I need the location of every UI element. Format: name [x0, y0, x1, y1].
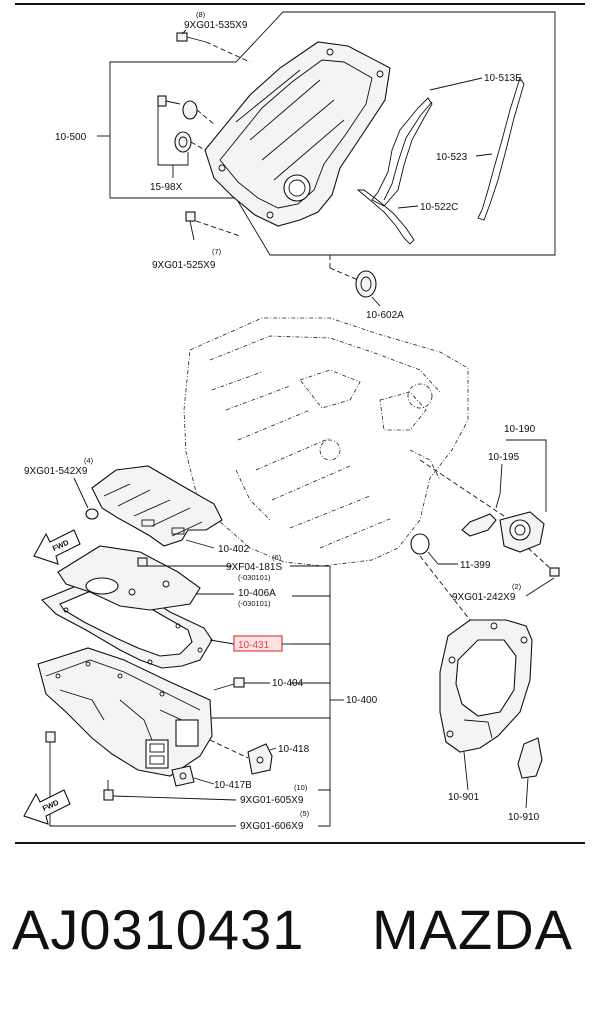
label-part-number: 10-406A: [238, 588, 276, 599]
label-part-number: 10-417B: [214, 780, 252, 791]
label-part-number: 11-399: [460, 560, 491, 571]
fwd-arrow-icon: FWD: [33, 529, 81, 565]
caption-bar: AJ0310431 MAZDA: [0, 890, 600, 980]
engine-block: [183, 317, 469, 567]
label-part-number: 10-602A: [366, 310, 404, 321]
label-part-number: 10-500: [55, 132, 87, 143]
label-qty: (4): [84, 456, 94, 465]
label-part-number: 9XG01-242X9: [452, 592, 516, 603]
label-part-number: 15-98X: [150, 182, 183, 193]
fwd-arrow-icon: FWD: [23, 789, 71, 825]
seal-icon: [157, 95, 216, 153]
timing-cover: [204, 41, 391, 227]
shim-icon: [517, 737, 543, 779]
bolt-icon: [185, 211, 241, 241]
part-number-caption: AJ0310431: [12, 898, 305, 961]
baffle-plate: [91, 465, 223, 547]
highlight-box: [233, 635, 283, 652]
end-plate: [439, 619, 533, 753]
label-part-number: 10-402: [218, 544, 250, 555]
label-part-number: 10-513E: [484, 73, 522, 84]
timing-cover-group-box: [109, 11, 556, 256]
seal-icon: [355, 270, 377, 298]
label-date-range: (-030101): [238, 573, 271, 582]
bolt-icon: [85, 508, 99, 520]
label-qty: (2): [512, 582, 522, 591]
label-part-number: 10-400: [346, 695, 378, 706]
cover-plate-icon: [247, 743, 273, 775]
label-part-number: 9XG01-542X9: [24, 466, 88, 477]
bolt-icon: [549, 567, 560, 577]
drain-plug-icon: [233, 677, 245, 688]
bolt-icon: [45, 731, 56, 760]
oil-strainer-plate: [57, 545, 201, 611]
label-part-number-highlighted: 10-431: [238, 640, 270, 651]
label-qty: (6): [272, 553, 282, 562]
label-qty: (7): [212, 247, 222, 256]
label-qty: (10): [294, 783, 308, 792]
label-date-range: (-030101): [238, 599, 271, 608]
label-qty: (5): [300, 809, 310, 818]
label-part-number: 9XG01-535X9: [184, 20, 248, 31]
bolt-icon: [176, 32, 251, 63]
bolt-icon: [137, 557, 148, 567]
label-part-number: 9XG01-606X9: [240, 821, 304, 832]
bolt-icon: [103, 780, 114, 801]
label-part-number: 10-523: [436, 152, 468, 163]
label-part-number: 10-901: [448, 792, 480, 803]
label-part-number: 10-404: [272, 678, 304, 689]
oil-pan: [37, 647, 213, 777]
label-part-number: 9XG01-605X9: [240, 795, 304, 806]
label-part-number: 10-195: [488, 452, 520, 463]
gasket-icon: [171, 765, 195, 787]
label-part-number: 9XF04-181S: [226, 562, 282, 573]
bracket-icon: [461, 493, 545, 553]
label-part-number: 9XG01-525X9: [152, 260, 216, 271]
gasket-icon: [356, 76, 525, 245]
label-part-number: 10-910: [508, 812, 540, 823]
label-part-number: 10-522C: [420, 202, 458, 213]
label-part-number: 10-418: [278, 744, 310, 755]
brand-caption: MAZDA: [372, 898, 573, 961]
o-ring-icon: [410, 533, 430, 555]
label-qty: (8): [196, 10, 206, 19]
label-part-number: 10-190: [504, 424, 536, 435]
